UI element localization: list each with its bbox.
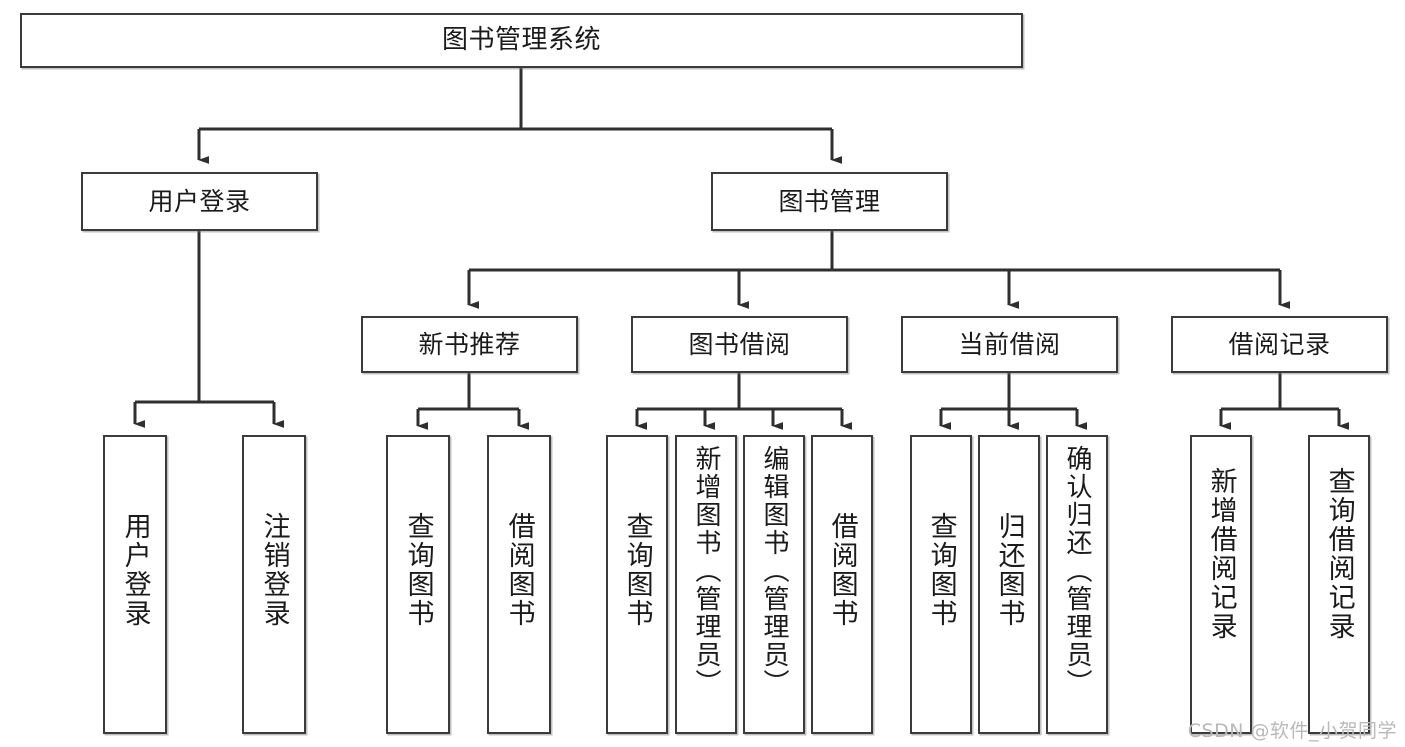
leaf-query-book-2[interactable]: 查询图书	[606, 435, 668, 734]
leaf-edit-book[interactable]: 编辑图书（管理员）	[743, 435, 805, 734]
node-book-borrow[interactable]: 图书借阅	[631, 316, 848, 373]
node-label: 当前借阅	[958, 329, 1061, 359]
node-label: 用户登录	[148, 186, 251, 216]
node-label: 图书借阅	[688, 329, 791, 359]
leaf-query-record[interactable]: 查询借阅记录	[1308, 435, 1370, 734]
node-label: 新增图书（管理员）	[691, 445, 722, 697]
node-label: 新增借阅记录	[1205, 467, 1237, 641]
node-label: 借阅记录	[1228, 329, 1331, 359]
leaf-user-login[interactable]: 用户登录	[103, 435, 167, 734]
node-borrow-record[interactable]: 借阅记录	[1171, 316, 1388, 373]
node-root-system[interactable]: 图书管理系统	[20, 13, 1023, 68]
node-label: 借阅图书	[503, 512, 535, 628]
node-new-book-recommend[interactable]: 新书推荐	[361, 316, 578, 373]
node-label: 注销登录	[258, 512, 290, 628]
node-label: 查询借阅记录	[1323, 467, 1355, 641]
node-label: 图书管理	[778, 186, 881, 216]
node-label: 查询图书	[402, 512, 434, 628]
leaf-query-book-1[interactable]: 查询图书	[386, 435, 450, 734]
node-label: 查询图书	[925, 512, 957, 628]
node-current-borrow[interactable]: 当前借阅	[901, 316, 1118, 373]
watermark-text: CSDN @软件_小贺同学	[1187, 720, 1397, 742]
node-label: 新书推荐	[418, 329, 521, 359]
node-label: 确认归还（管理员）	[1062, 445, 1093, 697]
node-label: 借阅图书	[826, 512, 858, 628]
node-label: 归还图书	[993, 512, 1025, 628]
leaf-borrow-book-1[interactable]: 借阅图书	[487, 435, 551, 734]
leaf-return-book[interactable]: 归还图书	[978, 435, 1040, 734]
node-user-login[interactable]: 用户登录	[81, 172, 318, 231]
node-book-manage[interactable]: 图书管理	[711, 172, 948, 231]
leaf-confirm-return[interactable]: 确认归还（管理员）	[1046, 435, 1108, 734]
leaf-borrow-book-2[interactable]: 借阅图书	[811, 435, 873, 734]
node-label: 图书管理系统	[441, 25, 601, 56]
leaf-add-record[interactable]: 新增借阅记录	[1190, 435, 1252, 734]
node-label: 编辑图书（管理员）	[759, 445, 790, 697]
leaf-add-book[interactable]: 新增图书（管理员）	[675, 435, 737, 734]
leaf-query-book-3[interactable]: 查询图书	[910, 435, 972, 734]
leaf-logout-login[interactable]: 注销登录	[242, 435, 306, 734]
node-label: 用户登录	[119, 512, 151, 628]
node-label: 查询图书	[621, 512, 653, 628]
